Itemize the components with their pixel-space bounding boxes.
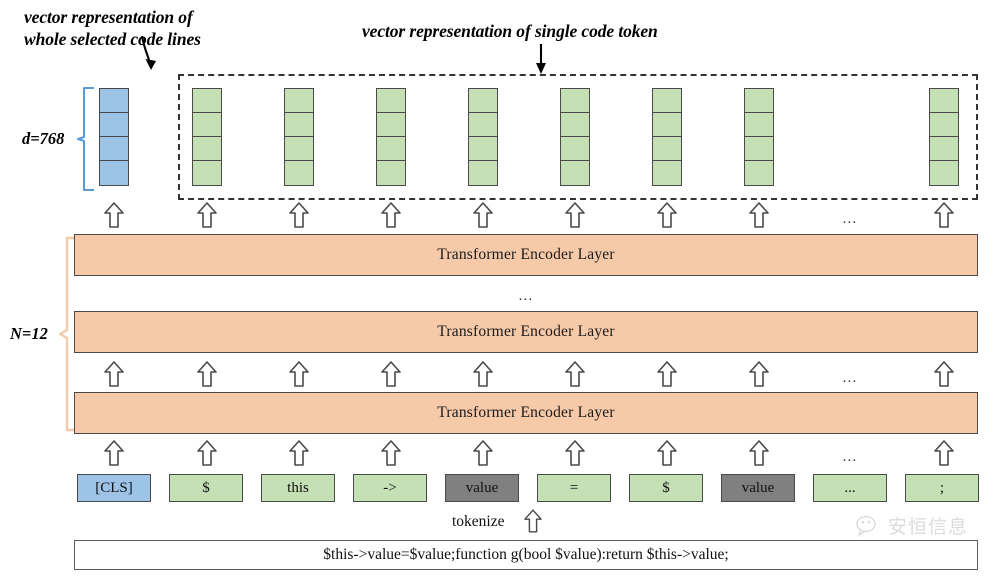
arrow-row-ellipsis: ...	[842, 211, 858, 227]
tokenize-up-arrow-icon	[524, 509, 542, 533]
left-caption-arrow-icon	[140, 35, 156, 70]
up-arrow-icon	[197, 361, 217, 387]
up-arrow-icon	[749, 361, 769, 387]
dimension-label: d=768	[22, 129, 65, 148]
up-arrow-icon	[104, 361, 124, 387]
token-label: $	[202, 479, 210, 496]
arrow-row-ellipsis: ...	[842, 449, 858, 465]
token-box-6[interactable]: $	[629, 474, 703, 502]
token-label: $	[662, 479, 670, 496]
code-line-box[interactable]: $this->value=$value;function g(bool $val…	[74, 540, 978, 570]
token-output-vector-6	[652, 88, 682, 190]
up-arrow-icon	[104, 440, 124, 466]
up-arrow-icon	[749, 440, 769, 466]
up-arrow-icon	[289, 440, 309, 466]
token-label: this	[287, 479, 309, 496]
up-arrow-icon	[381, 361, 401, 387]
token-label: ...	[844, 479, 856, 496]
watermark-text: 安恒信息	[888, 517, 969, 538]
encoder-layer-label: Transformer Encoder Layer	[437, 246, 615, 263]
token-output-vector-3	[376, 88, 406, 190]
token-output-vector-last	[929, 88, 959, 190]
up-arrow-icon	[104, 202, 124, 228]
token-box-7[interactable]: value	[721, 474, 795, 502]
token-vectors-group-box	[178, 74, 978, 200]
watermark: 安恒信息	[856, 512, 968, 539]
tokenize-label: tokenize	[452, 513, 505, 530]
cls-output-vector	[99, 88, 129, 190]
dimension-bracket-icon	[77, 87, 94, 191]
up-arrow-icon	[473, 361, 493, 387]
encoder-layer-bottom[interactable]: Transformer Encoder Layer	[74, 392, 978, 434]
right-caption: vector representation of single code tok…	[362, 21, 658, 41]
token-box-cls[interactable]: [CLS]	[77, 474, 151, 502]
up-arrow-icon	[565, 440, 585, 466]
up-arrow-icon	[934, 202, 954, 228]
token-box-3[interactable]: ->	[353, 474, 427, 502]
code-line-text: $this->value=$value;function g(bool $val…	[323, 546, 729, 563]
token-box-4[interactable]: value	[445, 474, 519, 502]
up-arrow-icon	[473, 440, 493, 466]
left-caption: vector representation of whole selected …	[24, 7, 201, 50]
up-arrow-icon	[197, 440, 217, 466]
layer-count-label: N=12	[10, 324, 48, 343]
up-arrow-icon	[657, 202, 677, 228]
up-arrow-icon	[381, 202, 401, 228]
up-arrow-icon	[749, 202, 769, 228]
token-label: value	[741, 479, 775, 496]
arrow-row-ellipsis: ...	[842, 370, 858, 386]
token-output-vector-4	[468, 88, 498, 190]
up-arrow-icon	[289, 361, 309, 387]
up-arrow-icon	[934, 440, 954, 466]
wechat-logo-icon	[856, 515, 876, 537]
up-arrow-icon	[657, 440, 677, 466]
encoder-layer-label: Transformer Encoder Layer	[437, 323, 615, 340]
token-box-last[interactable]: ;	[905, 474, 979, 502]
token-output-vector-7	[744, 88, 774, 190]
up-arrow-icon	[473, 202, 493, 228]
token-label: ;	[939, 479, 945, 496]
layer-count-bracket-icon	[58, 236, 78, 432]
token-box-5[interactable]: =	[537, 474, 611, 502]
token-label: ->	[383, 479, 397, 496]
token-output-vector-5	[560, 88, 590, 190]
token-box-1[interactable]: $	[169, 474, 243, 502]
up-arrow-icon	[289, 202, 309, 228]
token-box-ellipsis[interactable]: ...	[813, 474, 887, 502]
encoder-stack-ellipsis: ...	[518, 288, 534, 304]
token-label: [CLS]	[95, 479, 133, 496]
token-output-vector-2	[284, 88, 314, 190]
up-arrow-icon	[381, 440, 401, 466]
encoder-layer-top[interactable]: Transformer Encoder Layer	[74, 234, 978, 276]
right-caption-arrow-icon	[536, 44, 546, 74]
up-arrow-icon	[565, 361, 585, 387]
up-arrow-icon	[657, 361, 677, 387]
token-output-vector-1	[192, 88, 222, 190]
token-box-2[interactable]: this	[261, 474, 335, 502]
encoder-layer-middle[interactable]: Transformer Encoder Layer	[74, 311, 978, 353]
encoder-layer-label: Transformer Encoder Layer	[437, 404, 615, 421]
up-arrow-icon	[934, 361, 954, 387]
token-label: =	[569, 479, 579, 496]
token-label: value	[465, 479, 499, 496]
up-arrow-icon	[565, 202, 585, 228]
up-arrow-icon	[197, 202, 217, 228]
